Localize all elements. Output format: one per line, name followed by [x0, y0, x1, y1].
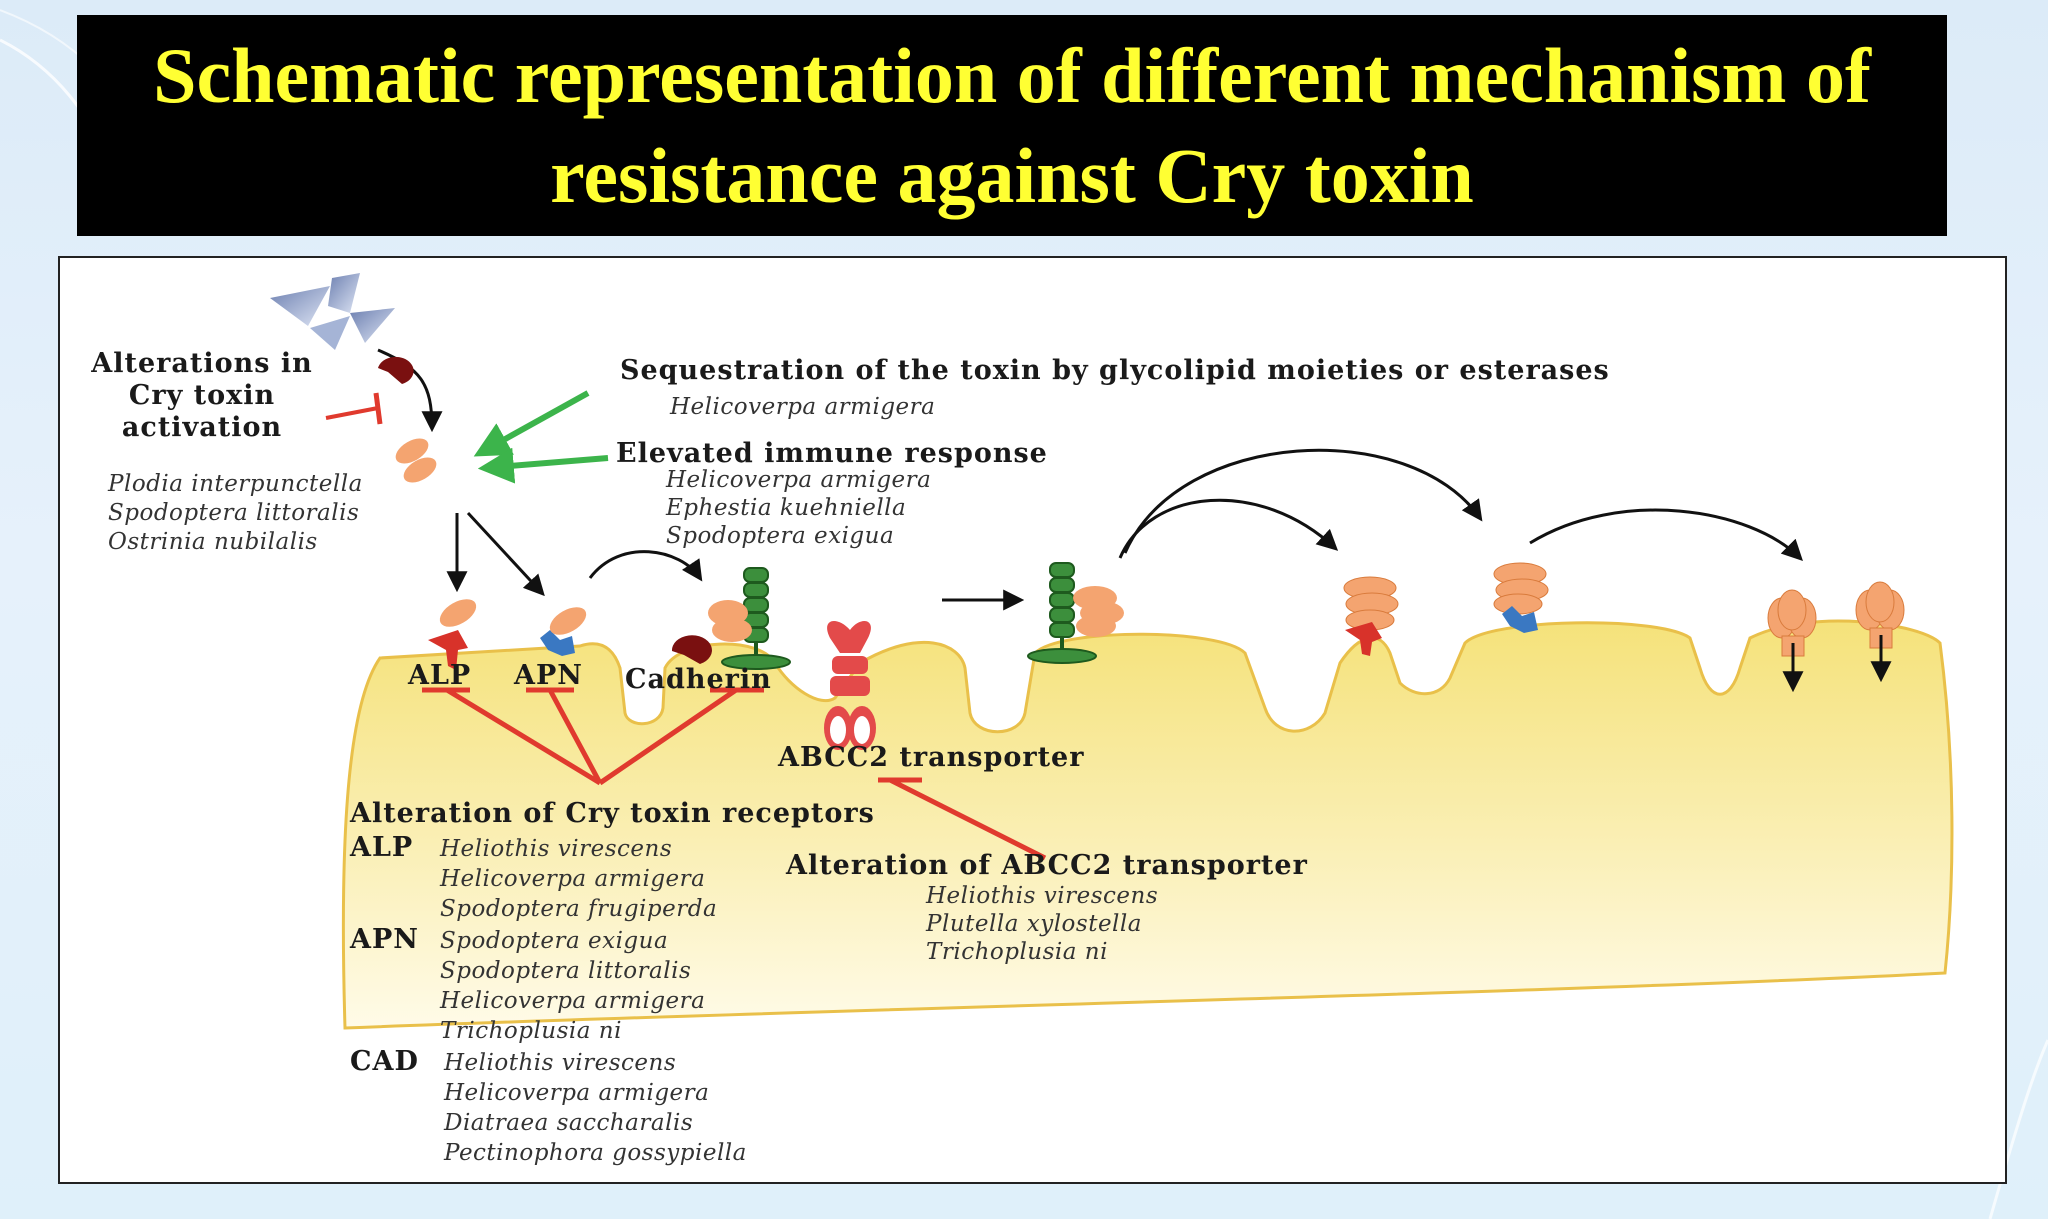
species-item: Trichoplusia ni: [440, 1018, 622, 1044]
alp-group-species: Heliothis virescens Helicoverpa armigera…: [440, 834, 717, 924]
species-item: Helicoverpa armigera: [440, 988, 706, 1014]
alp-receptor-icon: [428, 599, 477, 670]
species-item: Helicoverpa armigera: [444, 1080, 710, 1106]
abcc2-alteration-species: Heliothis virescens Plutella xylostella …: [926, 882, 1158, 966]
activated-toxin-icon: [395, 438, 437, 483]
cell-membrane: [341, 619, 1954, 1030]
cry-crystal-icon: [270, 273, 395, 350]
title-bar: Schematic representation of different me…: [77, 15, 1947, 236]
abcc2-inhibition-line: [878, 777, 1047, 861]
protease-icon: [378, 356, 414, 384]
apn-label: APN: [514, 660, 583, 691]
apn-oligomer-icon: [1493, 562, 1549, 633]
activation-heading-line-3: activation: [121, 412, 283, 443]
species-item: Heliothis virescens: [440, 836, 673, 862]
species-item: Spodoptera exigua: [666, 523, 895, 549]
cad-group-code: CAD: [350, 1046, 419, 1077]
receptor-inhibition-lines: [422, 687, 764, 786]
species-item: Heliothis virescens: [444, 1050, 677, 1076]
alp-oligomer-icon: [1343, 576, 1399, 656]
species-item: Spodoptera frugiperda: [440, 896, 718, 922]
apn-group-code: APN: [350, 924, 419, 955]
species-item: Helicoverpa armigera: [666, 467, 932, 493]
activation-heading-line-1: Alterations in: [91, 348, 313, 379]
cadherin-oligomer-icon: [1027, 562, 1124, 664]
inhibit-activation-icon: [325, 392, 383, 425]
arrow-to-cadherin: [588, 550, 703, 582]
species-item: Pectinophora gossypiella: [444, 1140, 747, 1166]
immune-heading: Elevated immune response: [616, 438, 1048, 469]
species-item: Plodia interpunctella: [108, 471, 363, 497]
slide-title: Schematic representation of different me…: [153, 31, 1871, 219]
protease-cadherin-icon: [671, 635, 712, 664]
sequestration-heading: Sequestration of the toxin by glycolipid…: [620, 355, 1610, 386]
cadherin-receptor-icon: [708, 567, 791, 670]
alp-label: ALP: [408, 660, 472, 691]
sequestration-arrow: [473, 390, 590, 457]
receptor-alteration-heading: Alteration of Cry toxin receptors: [350, 798, 875, 829]
cadherin-label: Cadherin: [625, 664, 772, 695]
species-item: Spodoptera littoralis: [440, 958, 692, 984]
apn-group-species: Spodoptera exigua Spodoptera littoralis …: [440, 926, 705, 1046]
species-item: Helicoverpa armigera: [440, 866, 706, 892]
species-item: Spodoptera exigua: [440, 928, 669, 954]
species-item: Heliothis virescens: [926, 883, 1159, 909]
arrow-to-pore: [1529, 508, 1803, 561]
species-item: Spodoptera littoralis: [108, 500, 360, 526]
arrow-to-alp-oligomer: [1118, 498, 1339, 559]
pore-icon-1: [1767, 589, 1817, 693]
species-item: Ephestia kuehniella: [666, 495, 907, 521]
species-item: Plutella xylostella: [926, 911, 1142, 937]
diagram-panel: Alterations in Cry toxin activation Plod…: [58, 256, 2007, 1184]
arrow-to-apn-oligomer: [1123, 448, 1483, 554]
species-item: Diatraea saccharalis: [444, 1110, 694, 1136]
cad-group-species: Heliothis virescens Helicoverpa armigera…: [444, 1048, 747, 1168]
abcc2-alteration-heading: Alteration of ABCC2 transporter: [786, 850, 1308, 881]
immune-species-list: Helicoverpa armigera Ephestia kuehniella…: [666, 466, 931, 550]
pore-icon-2: [1855, 581, 1905, 683]
sequestration-species: Helicoverpa armigera: [670, 394, 936, 420]
species-item: Trichoplusia ni: [926, 939, 1108, 965]
apn-receptor-icon: [540, 607, 587, 656]
arrow-crystal-to-toxin: [377, 348, 443, 433]
diagram-graphics: [270, 273, 1954, 1030]
activation-heading-line-2: Cry toxin: [128, 380, 276, 411]
activation-heading: Alterations in Cry toxin activation: [82, 348, 322, 444]
abcc2-label: ABCC2 transporter: [778, 742, 1085, 773]
activation-species-list: Plodia interpunctella Spodoptera littora…: [108, 470, 363, 557]
abcc2-transporter-icon: [824, 620, 876, 750]
immune-response-arrow: [477, 447, 609, 484]
arrow-to-apn: [466, 511, 545, 597]
alp-group-code: ALP: [350, 832, 414, 863]
species-item: Ostrinia nubilalis: [108, 529, 318, 555]
